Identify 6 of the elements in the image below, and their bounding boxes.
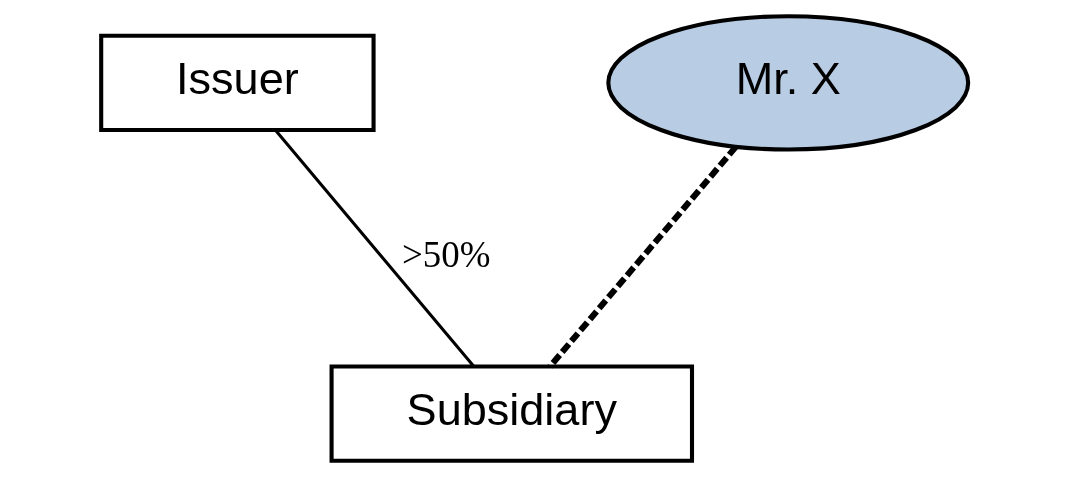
- connector: [547, 145, 738, 369]
- edge-label: >50%: [401, 234, 490, 276]
- node-box: Subsidiary: [329, 364, 694, 463]
- node-ellipse: Mr. X: [605, 14, 970, 152]
- connector: [273, 129, 475, 367]
- node-box: Issuer: [98, 33, 376, 132]
